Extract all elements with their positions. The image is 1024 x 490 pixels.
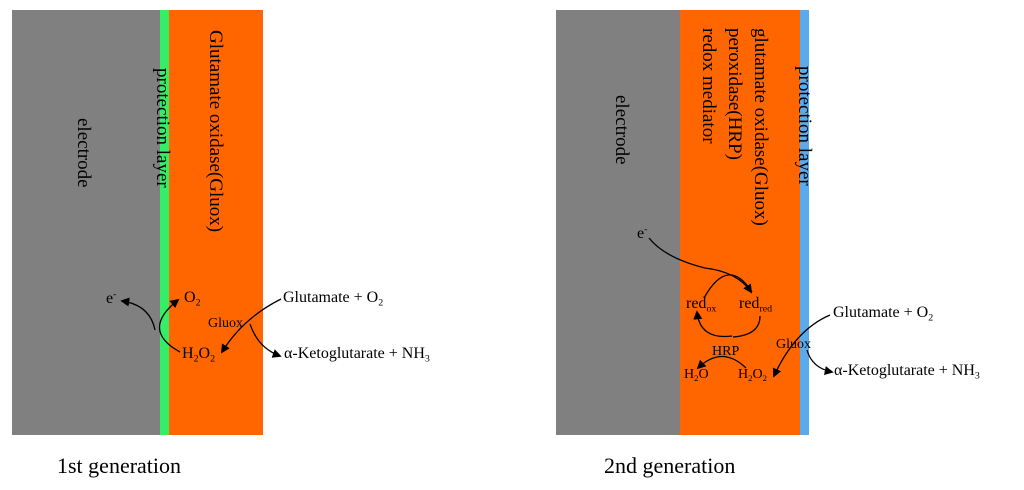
gen1-protection-layer (160, 10, 169, 435)
gen1-electrode-label: electrode (73, 118, 94, 188)
gen2-electrode-label: electrode (611, 95, 632, 165)
gen2-product: α-Ketoglutarate + NH3 (834, 362, 980, 382)
gen2-gluox-arrow-out (806, 349, 834, 376)
gen1-reactant: Glutamate + O2 (283, 289, 384, 309)
gen2-protection-label: protection layer (794, 66, 815, 186)
gen2-electron-arrow (648, 237, 752, 294)
gen2-mediator-arc-right (732, 315, 761, 338)
gen2-hrp-label: HRP (712, 344, 740, 359)
gen2-gluox-arrow-in (772, 314, 831, 378)
gen1-gluox-arrow-in (221, 298, 282, 354)
gen2-enzyme-line3: redox mediator (698, 28, 719, 144)
gen1-electrode (12, 10, 160, 435)
gen2-red-red: redred (739, 295, 773, 315)
gen1-oxidation-arc (158, 298, 181, 353)
gen2-hrp-arc (696, 355, 747, 370)
gen2-caption: 2nd generation (604, 453, 736, 478)
gen1-caption: 1st generation (57, 453, 182, 478)
gen1-o2: O2 (184, 289, 201, 309)
gen2-electron: e- (637, 224, 648, 242)
gen1-electron-arrow (120, 297, 156, 331)
gen1-electron: e- (106, 289, 117, 307)
gen2-mediator-arc-left (693, 310, 733, 338)
gen2-electrode (556, 10, 680, 435)
gen2-mediator-arc-top (703, 274, 753, 299)
gen1-enzyme-label: Glutamate oxidase(Gluox) (205, 30, 226, 233)
gen2-h2o2: H2O2 (738, 367, 767, 384)
gen2-protection-layer (800, 10, 809, 435)
gen1-enzyme-layer (169, 10, 263, 435)
gen2-reactant: Glutamate + O2 (833, 304, 934, 324)
gen2-enzyme-line1: glutamate oxidase(Gluox) (750, 28, 771, 226)
gen1-protection-label: protection layer (152, 68, 173, 188)
gen1-h2o2: H2O2 (182, 345, 216, 365)
gen1-gluox-arrow-out (249, 323, 282, 358)
gen2-enzyme-line2: peroxidase(HRP) (724, 28, 745, 160)
gen1-gluox-label: Gluox (208, 316, 243, 331)
gen2-red-ox: redox (686, 295, 717, 315)
gen1-product: α-Ketoglutarate + NH3 (284, 345, 430, 365)
gen2-h2o: H2O (684, 367, 709, 384)
